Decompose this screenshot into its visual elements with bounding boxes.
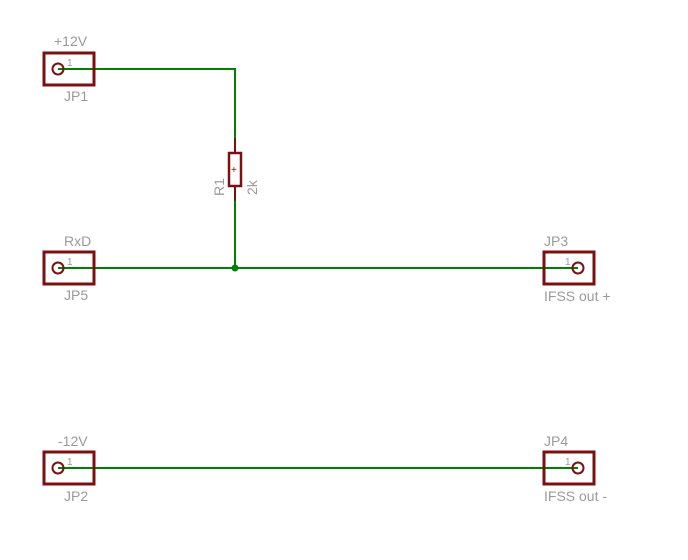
connector-jp3-name: JP3 (544, 233, 568, 249)
connector-jp1-pin-number: 1 (67, 58, 73, 69)
junction-dot (231, 264, 239, 272)
connector-jp4-pin-icon (571, 461, 585, 475)
resistor-pin-mark: + (231, 165, 237, 176)
connector-jp1-body[interactable] (42, 51, 96, 87)
connector-jp2-pin-icon (51, 461, 65, 475)
connector-jp2-value: -12V (58, 433, 88, 449)
connector-jp5-pin-icon (51, 261, 65, 275)
connector-jp1-value: +12V (54, 33, 88, 49)
connector-jp3[interactable]: 1 JP3 IFSS out + (542, 233, 611, 304)
resistor-name: R1 (211, 178, 227, 196)
wires (58, 68, 578, 469)
connector-jp4-body[interactable] (542, 450, 596, 486)
resistor-r1-body[interactable] (227, 151, 243, 188)
connector-jp3-pin-number: 1 (565, 257, 571, 268)
connector-jp2[interactable]: 1 -12V JP2 (42, 433, 96, 504)
connector-jp4[interactable]: 1 JP4 IFSS out - (542, 433, 607, 504)
connector-jp5[interactable]: 1 RxD JP5 (42, 233, 96, 303)
connector-jp1-name: JP1 (64, 88, 88, 104)
wire-jp1-to-r1 (58, 68, 236, 140)
connector-jp1-pin-icon (51, 62, 65, 76)
connector-jp5-body[interactable] (42, 250, 96, 286)
connector-jp4-pin-number: 1 (565, 457, 571, 468)
resistor-value: 2k (244, 179, 260, 195)
connector-jp3-body[interactable] (542, 250, 596, 286)
connector-jp4-value: IFSS out - (544, 488, 607, 504)
connector-jp2-name: JP2 (64, 488, 88, 504)
connector-jp4-name: JP4 (544, 433, 568, 449)
connector-jp5-pin-number: 1 (67, 257, 73, 268)
connector-jp3-pin-icon (571, 261, 585, 275)
connector-jp2-pin-number: 1 (67, 457, 73, 468)
connector-jp2-body[interactable] (42, 450, 96, 486)
connector-jp1[interactable]: 1 +12V JP1 (42, 33, 96, 104)
connector-jp5-value: RxD (64, 233, 91, 249)
connector-jp3-value: IFSS out + (544, 288, 611, 304)
connector-jp5-name: JP5 (64, 287, 88, 303)
